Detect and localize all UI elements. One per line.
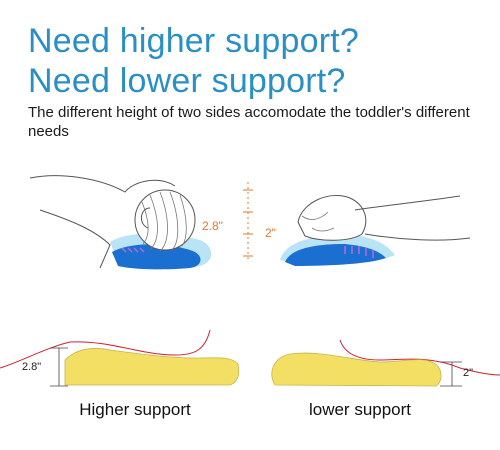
pillow-low-blue <box>285 244 386 266</box>
baby-head <box>134 189 196 251</box>
foam-high-shape <box>64 348 240 386</box>
pillow-high-blue <box>112 244 201 270</box>
caption-higher-support: Higher support <box>79 400 191 419</box>
baby-back-view-low <box>280 194 471 266</box>
measure-top-low-label: 2" <box>265 226 276 240</box>
baby-side-view-high <box>29 175 212 270</box>
measure-top-high-label: 2.8" <box>202 219 223 233</box>
center-scale <box>243 182 253 262</box>
measure-top-low: 2" <box>265 226 276 240</box>
headline-line-2: Need lower support? <box>28 62 346 100</box>
baby-face <box>297 194 367 241</box>
headline-line-1: Need higher support? <box>28 22 360 60</box>
foam-low-shape <box>271 352 442 387</box>
caption-lower-support: lower support <box>308 400 412 419</box>
measure-bottom-low-label: 2" <box>463 367 473 379</box>
foam-high-support: 2.8" <box>0 329 240 387</box>
foam-low-support: 2" <box>271 339 500 387</box>
description: The different height of two sides accomo… <box>28 104 470 140</box>
pillow-illustration: 2.8" 2" 2.8" <box>0 175 500 387</box>
measure-bottom-high-label: 2.8" <box>22 361 41 373</box>
measure-top-high: 2.8" <box>202 219 223 233</box>
